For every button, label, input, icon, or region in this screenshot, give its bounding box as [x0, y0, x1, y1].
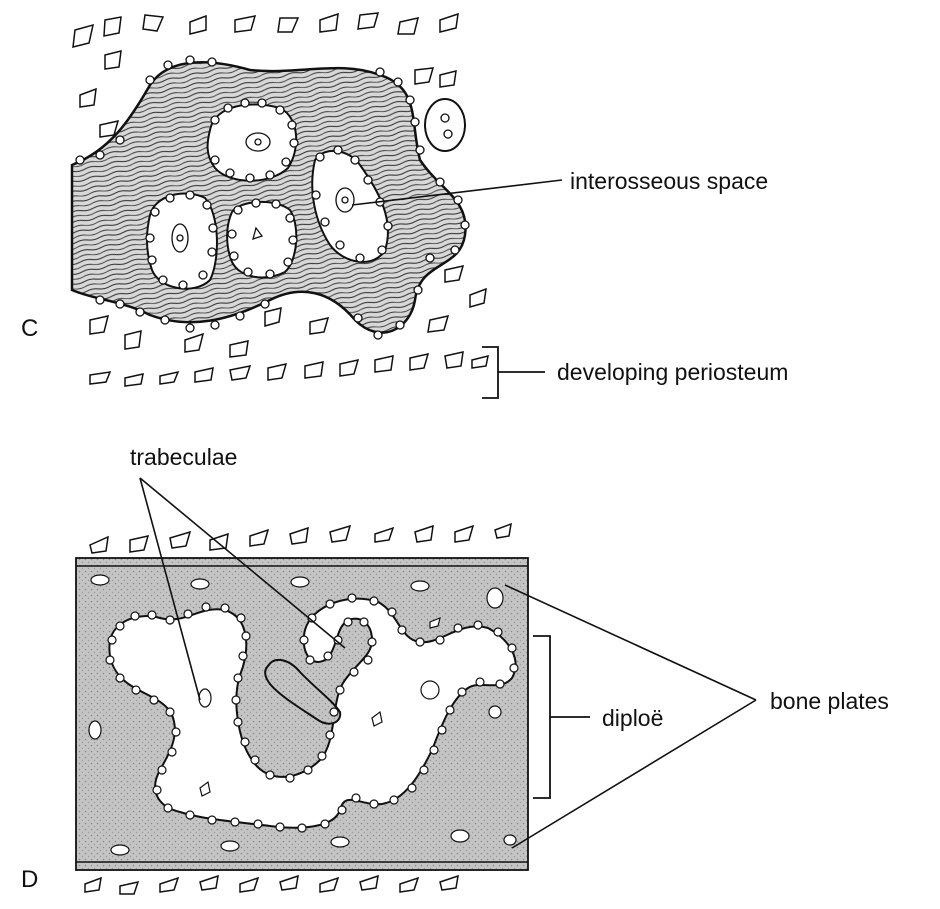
- periosteum-bracket: [482, 347, 545, 398]
- bone-plates-leader-top: [505, 585, 756, 700]
- label-diploe: diploë: [602, 707, 663, 730]
- diploe-bracket: [533, 636, 590, 798]
- space-1: [208, 104, 297, 180]
- label-interosseous-space: interosseous space: [570, 170, 768, 193]
- panel-letter-d: D: [21, 866, 38, 894]
- panel-d-drawing: [76, 478, 756, 894]
- label-developing-periosteum: developing periosteum: [557, 361, 788, 384]
- label-trabeculae: trabeculae: [130, 446, 237, 469]
- space-5: [425, 99, 465, 151]
- panel-c-drawing: [72, 13, 562, 398]
- outer-cells-bottom: [85, 876, 458, 894]
- panel-letter-c: C: [21, 315, 38, 343]
- label-bone-plates: bone plates: [770, 690, 889, 713]
